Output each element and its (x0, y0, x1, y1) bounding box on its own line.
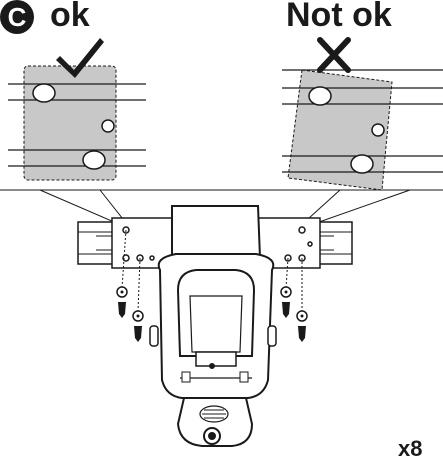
not-ok-label: Not ok (286, 0, 392, 34)
screw-icon (116, 286, 308, 342)
step-badge: C (0, 0, 34, 34)
ok-detail-panel (8, 65, 146, 181)
checkmark-icon (56, 38, 104, 78)
not-ok-detail-panel (282, 69, 443, 191)
screw-4 (296, 310, 308, 342)
quantity-label: x8 (398, 436, 423, 461)
ok-label: ok (50, 0, 90, 34)
cross-icon (317, 37, 351, 73)
screw-guides (121, 229, 303, 313)
screw-2 (132, 310, 144, 342)
device-body (149, 205, 277, 447)
screw-3 (280, 286, 292, 318)
screw-1 (116, 286, 128, 318)
